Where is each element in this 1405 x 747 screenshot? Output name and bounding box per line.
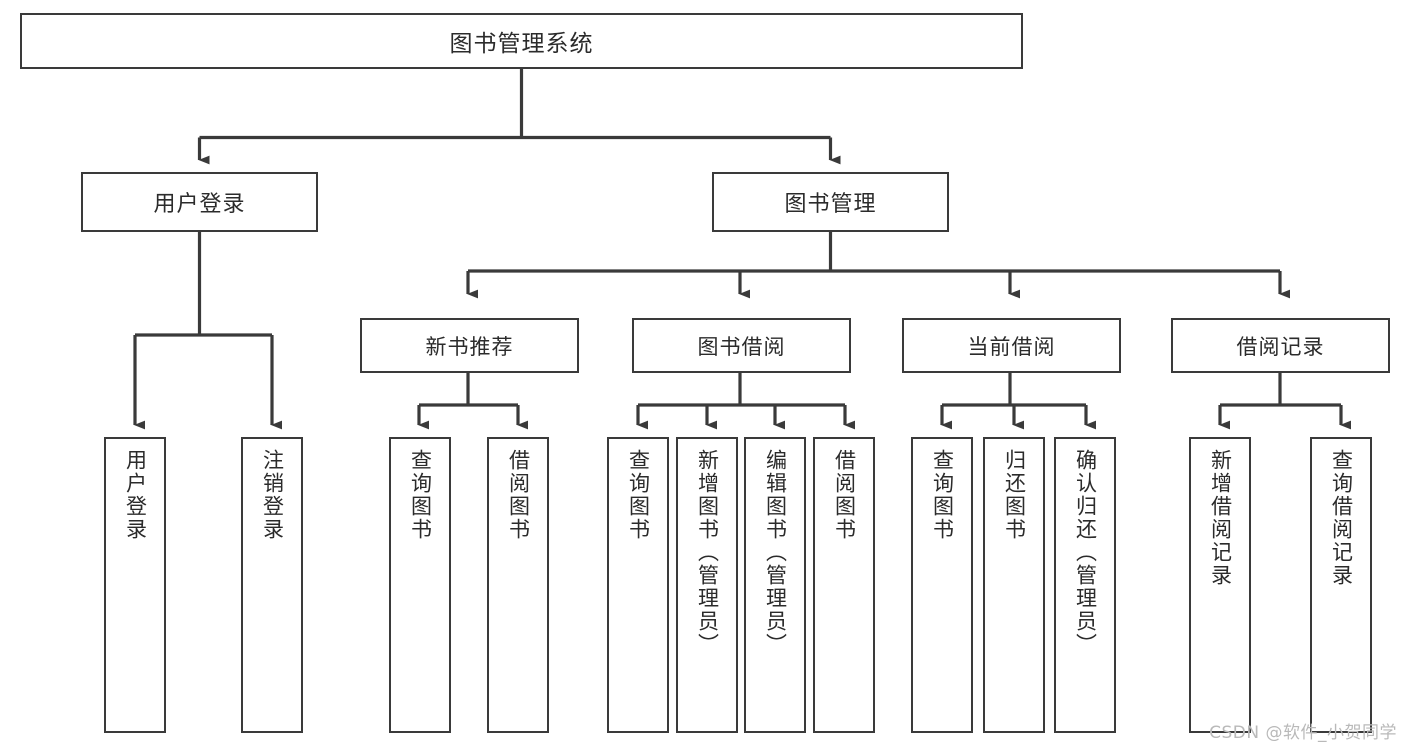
node-user-login[interactable]: 用户登录 xyxy=(81,172,318,232)
node-new-book-recommend[interactable]: 新书推荐 xyxy=(360,318,579,373)
leaf-add-borrow-record-label: 新增借阅记录 xyxy=(1208,449,1233,587)
node-current-borrow[interactable]: 当前借阅 xyxy=(902,318,1121,373)
node-borrow-record-label: 借阅记录 xyxy=(1236,334,1325,359)
leaf-return-book-label: 归还图书 xyxy=(1002,449,1027,541)
leaf-query-book-borrow[interactable]: 查询图书 xyxy=(607,437,669,733)
leaf-add-book-label: 新增图书（管理员） xyxy=(695,449,720,656)
leaf-query-borrow-record-label: 查询借阅记录 xyxy=(1329,449,1354,587)
node-book-manage-label: 图书管理 xyxy=(784,192,877,217)
leaf-borrow-book-recommend[interactable]: 借阅图书 xyxy=(487,437,549,733)
leaf-add-book[interactable]: 新增图书（管理员） xyxy=(676,437,738,733)
node-book-borrow[interactable]: 图书借阅 xyxy=(632,318,851,373)
leaf-query-book-current[interactable]: 查询图书 xyxy=(911,437,973,733)
leaf-borrow-book-label: 借阅图书 xyxy=(832,449,857,541)
leaf-query-borrow-record[interactable]: 查询借阅记录 xyxy=(1310,437,1372,733)
leaf-return-book[interactable]: 归还图书 xyxy=(983,437,1045,733)
leaf-query-book-current-label: 查询图书 xyxy=(930,449,955,541)
leaf-edit-book-label: 编辑图书（管理员） xyxy=(763,449,788,656)
leaf-user-login[interactable]: 用户登录 xyxy=(104,437,166,733)
leaf-user-logout-label: 注销登录 xyxy=(260,449,285,541)
leaf-borrow-book-recommend-label: 借阅图书 xyxy=(506,449,531,541)
leaf-user-login-label: 用户登录 xyxy=(123,449,148,541)
node-book-manage[interactable]: 图书管理 xyxy=(712,172,949,232)
leaf-query-book-recommend[interactable]: 查询图书 xyxy=(389,437,451,733)
node-current-borrow-label: 当前借阅 xyxy=(967,334,1056,359)
leaf-borrow-book[interactable]: 借阅图书 xyxy=(813,437,875,733)
leaf-query-book-borrow-label: 查询图书 xyxy=(626,449,651,541)
node-root[interactable]: 图书管理系统 xyxy=(20,13,1023,69)
node-user-login-label: 用户登录 xyxy=(153,192,246,217)
leaf-add-borrow-record[interactable]: 新增借阅记录 xyxy=(1189,437,1251,733)
watermark: CSDN @软件_小贺同学 xyxy=(1209,723,1397,743)
leaf-user-logout[interactable]: 注销登录 xyxy=(241,437,303,733)
leaf-query-book-recommend-label: 查询图书 xyxy=(408,449,433,541)
leaf-confirm-return-label: 确认归还（管理员） xyxy=(1073,449,1098,656)
leaf-confirm-return[interactable]: 确认归还（管理员） xyxy=(1054,437,1116,733)
node-new-book-recommend-label: 新书推荐 xyxy=(425,334,514,359)
node-book-borrow-label: 图书借阅 xyxy=(697,334,786,359)
node-borrow-record[interactable]: 借阅记录 xyxy=(1171,318,1390,373)
node-root-label: 图书管理系统 xyxy=(449,31,594,57)
leaf-edit-book[interactable]: 编辑图书（管理员） xyxy=(744,437,806,733)
